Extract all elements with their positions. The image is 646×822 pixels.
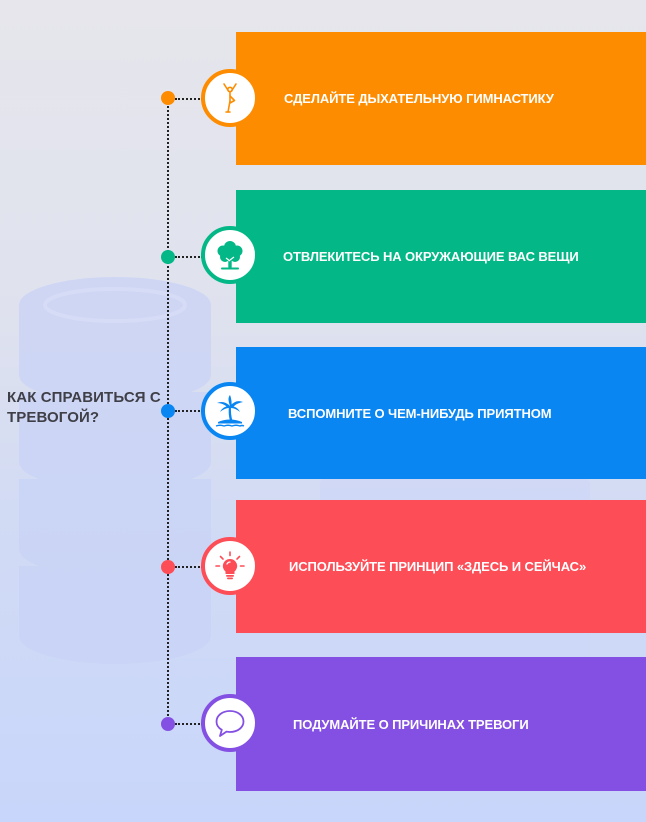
connector-line bbox=[175, 98, 203, 100]
step-label: ВСПОМНИТЕ О ЧЕМ-НИБУДЬ ПРИЯТНОМ bbox=[288, 405, 552, 421]
icon-circle bbox=[201, 226, 259, 284]
icon-circle bbox=[201, 69, 259, 127]
step-label: ОТВЛЕКИТЕСЬ НА ОКРУЖАЮЩИЕ ВАС ВЕЩИ bbox=[283, 249, 579, 264]
icon-circle bbox=[201, 537, 259, 595]
icon-circle bbox=[201, 694, 259, 752]
step-bulb: ИСПОЛЬЗУЙТЕ ПРИНЦИП «ЗДЕСЬ И СЕЙЧАС» bbox=[0, 500, 646, 633]
timeline-dot bbox=[161, 250, 175, 264]
step-band: ОТВЛЕКИТЕСЬ НА ОКРУЖАЮЩИЕ ВАС ВЕЩИ bbox=[236, 190, 646, 323]
step-tree: ОТВЛЕКИТЕСЬ НА ОКРУЖАЮЩИЕ ВАС ВЕЩИ bbox=[0, 190, 646, 323]
step-label: СДЕЛАЙТЕ ДЫХАТЕЛЬНУЮ ГИМНАСТИКУ bbox=[284, 91, 554, 106]
step-band: ПОДУМАЙТЕ О ПРИЧИНАХ ТРЕВОГИ bbox=[236, 657, 646, 791]
step-band: ИСПОЛЬЗУЙТЕ ПРИНЦИП «ЗДЕСЬ И СЕЙЧАС» bbox=[236, 500, 646, 633]
connector-line bbox=[175, 566, 203, 568]
step-band: ВСПОМНИТЕ О ЧЕМ-НИБУДЬ ПРИЯТНОМ bbox=[236, 347, 646, 479]
step-label: ИСПОЛЬЗУЙТЕ ПРИНЦИП «ЗДЕСЬ И СЕЙЧАС» bbox=[289, 559, 587, 574]
connector-line bbox=[175, 723, 203, 725]
timeline-dot bbox=[161, 404, 175, 418]
timeline-dot bbox=[161, 560, 175, 574]
step-speech: ПОДУМАЙТЕ О ПРИЧИНАХ ТРЕВОГИ bbox=[0, 657, 646, 791]
step-palm: ВСПОМНИТЕ О ЧЕМ-НИБУДЬ ПРИЯТНОМ bbox=[0, 347, 646, 479]
step-yoga: СДЕЛАЙТЕ ДЫХАТЕЛЬНУЮ ГИМНАСТИКУ bbox=[0, 32, 646, 165]
speech-bubble-icon bbox=[215, 710, 245, 737]
palm-island-icon bbox=[215, 395, 245, 427]
icon-circle bbox=[201, 382, 259, 440]
yoga-pose-icon bbox=[223, 83, 237, 113]
timeline-dot bbox=[161, 717, 175, 731]
step-band: СДЕЛАЙТЕ ДЫХАТЕЛЬНУЮ ГИМНАСТИКУ bbox=[236, 32, 646, 165]
diagram-title: КАК СПРАВИТЬСЯ С ТРЕВОГОЙ? bbox=[7, 389, 161, 426]
connector-line bbox=[175, 256, 203, 258]
step-label: ПОДУМАЙТЕ О ПРИЧИНАХ ТРЕВОГИ bbox=[293, 716, 529, 732]
tree-icon bbox=[217, 241, 243, 270]
light-bulb-icon bbox=[215, 551, 245, 580]
connector-line bbox=[175, 410, 203, 412]
timeline-dot bbox=[161, 91, 175, 105]
